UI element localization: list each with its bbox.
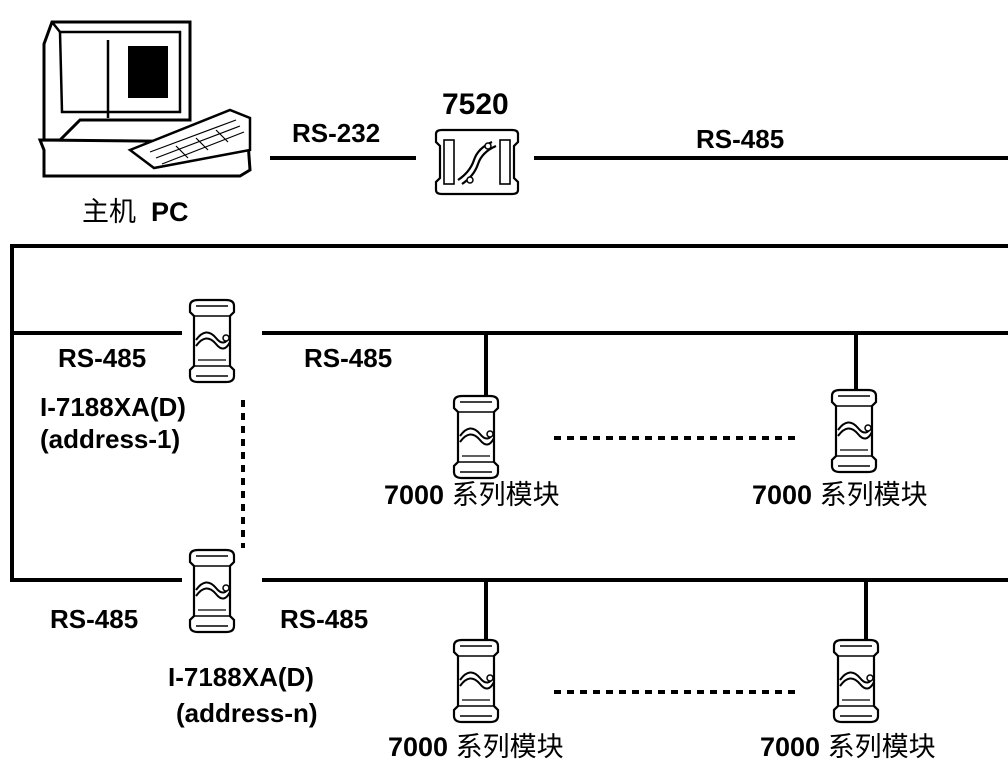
converter-7520-icon [434, 128, 520, 196]
module-row1-left-model: 7000 [384, 480, 445, 510]
host-label: 主机 PC [82, 197, 189, 228]
module-row1-left-cn: 系列模块 [451, 480, 560, 511]
gateway-n-address-label: (address-n) [176, 698, 318, 728]
host-label-cn: 主机 [82, 197, 136, 228]
module-row1-right-icon [830, 388, 878, 474]
gateway-1-right-port-label: RS-485 [304, 343, 393, 373]
module-row2-right-label: 7000 系列模块 [760, 732, 936, 763]
rs485-bus [10, 244, 1008, 582]
module-row2-left-model: 7000 [388, 732, 449, 762]
module-row1-right-model: 7000 [752, 480, 813, 510]
host-label-en: PC [151, 197, 189, 227]
gateway-n-right-port-label: RS-485 [280, 604, 369, 634]
module-row2-left-label: 7000 系列模块 [388, 732, 564, 763]
rs232-label: RS-232 [292, 118, 381, 148]
pc-computer-icon [37, 20, 252, 178]
gateway-1-left-port-label: RS-485 [58, 343, 147, 373]
module-row1-right-cn: 系列模块 [819, 480, 928, 511]
module-row1-left-label: 7000 系列模块 [384, 480, 560, 511]
gateway-1-address-label: (address-1) [40, 424, 181, 454]
module-row2-left-cn: 系列模块 [455, 732, 564, 763]
gateway-n-left-port-label: RS-485 [50, 604, 139, 634]
rs485-trunk-label: RS-485 [696, 124, 785, 154]
gateway-1-icon [188, 298, 236, 384]
module-row2-right-cn: 系列模块 [827, 732, 936, 763]
module-row1-right-label: 7000 系列模块 [752, 480, 928, 511]
gateway-n-icon [188, 548, 236, 634]
module-row2-right-model: 7000 [760, 732, 821, 762]
module-row2-left-icon [452, 638, 500, 724]
module-row2-right-icon [832, 638, 880, 724]
gateway-1-model-label: I-7188XA(D) [40, 392, 186, 422]
gateway-n-model-label: I-7188XA(D) [168, 662, 314, 692]
module-row1-left-icon [452, 394, 500, 480]
converter-model-label: 7520 [442, 88, 509, 121]
